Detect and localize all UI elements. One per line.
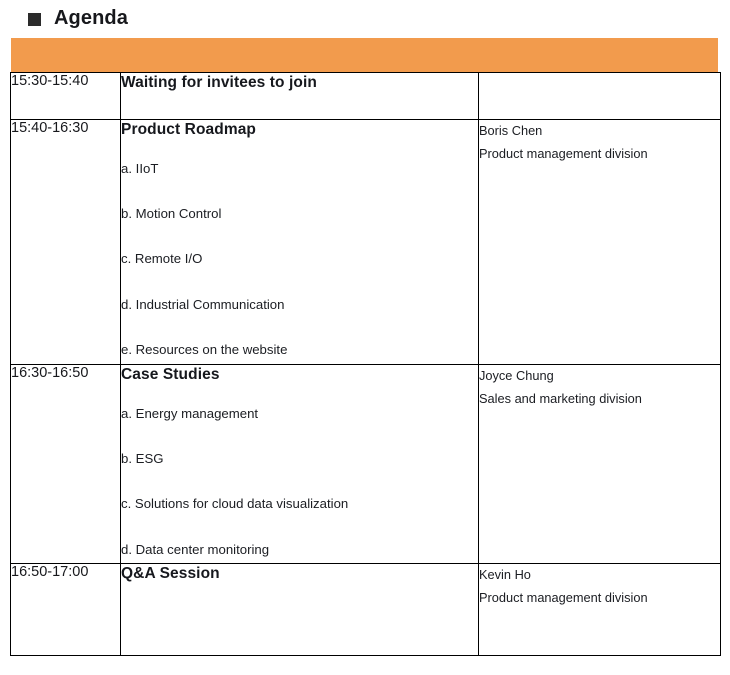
cell-presenter: Kevin Ho Product management division (478, 563, 721, 656)
cell-time: 16:30-16:50 (10, 364, 121, 564)
presenter-division: Sales and marketing division (479, 390, 642, 406)
presenter-name: Joyce Chung (479, 368, 554, 383)
topic-sub-item: c. Solutions for cloud data visualizatio… (121, 496, 349, 512)
topic-sub-item: d. Industrial Communication (121, 296, 285, 312)
cell-time: 15:30-15:40 (10, 72, 121, 120)
cell-time: 16:50-17:00 (10, 563, 121, 656)
agenda-table-body: 15:30-15:40 Waiting for invitees to join… (10, 72, 721, 656)
agenda-table: 15:30-15:40 Waiting for invitees to join… (10, 72, 721, 656)
topic-sub-item: a. IIoT (121, 161, 159, 177)
page-title-text: Agenda (54, 7, 128, 29)
cell-topic: Q&A Session (120, 563, 479, 656)
table-row: 16:50-17:00 Q&A Session Kevin Ho Product… (10, 563, 721, 656)
topic-sub-item: c. Remote I/O (121, 251, 203, 267)
topic-sub-item: b. ESG (121, 451, 164, 467)
topic-sub-item: b. Motion Control (121, 206, 222, 222)
square-bullet-icon (28, 12, 41, 26)
topic-sub-item: e. Resources on the website (121, 341, 288, 357)
cell-presenter: Boris Chen Product management division (478, 119, 721, 365)
presenter-division: Product management division (479, 145, 648, 161)
cell-topic: Case Studies a. Energy management b. ESG… (120, 364, 479, 564)
page-title: Agenda (28, 4, 128, 32)
topic-heading: Waiting for invitees to join (121, 74, 317, 91)
table-row: 16:30-16:50 Case Studies a. Energy manag… (10, 364, 721, 564)
cell-presenter: Joyce Chung Sales and marketing division (478, 364, 721, 564)
topic-heading: Case Studies (121, 366, 220, 383)
accent-header-band (11, 38, 718, 72)
cell-topic: Product Roadmap a. IIoT b. Motion Contro… (120, 119, 479, 365)
table-row: 15:30-15:40 Waiting for invitees to join (10, 72, 721, 120)
presenter-division: Product management division (479, 589, 648, 605)
presenter-name: Kevin Ho (479, 567, 531, 582)
cell-topic: Waiting for invitees to join (120, 72, 479, 120)
topic-heading: Q&A Session (121, 565, 220, 582)
topic-sub-item: d. Data center monitoring (121, 541, 270, 557)
topic-heading: Product Roadmap (121, 121, 256, 138)
presenter-name: Boris Chen (479, 123, 543, 138)
cell-presenter (478, 72, 721, 120)
table-row: 15:40-16:30 Product Roadmap a. IIoT b. M… (10, 119, 721, 365)
cell-time: 15:40-16:30 (10, 119, 121, 365)
topic-sub-item: a. Energy management (121, 406, 259, 422)
